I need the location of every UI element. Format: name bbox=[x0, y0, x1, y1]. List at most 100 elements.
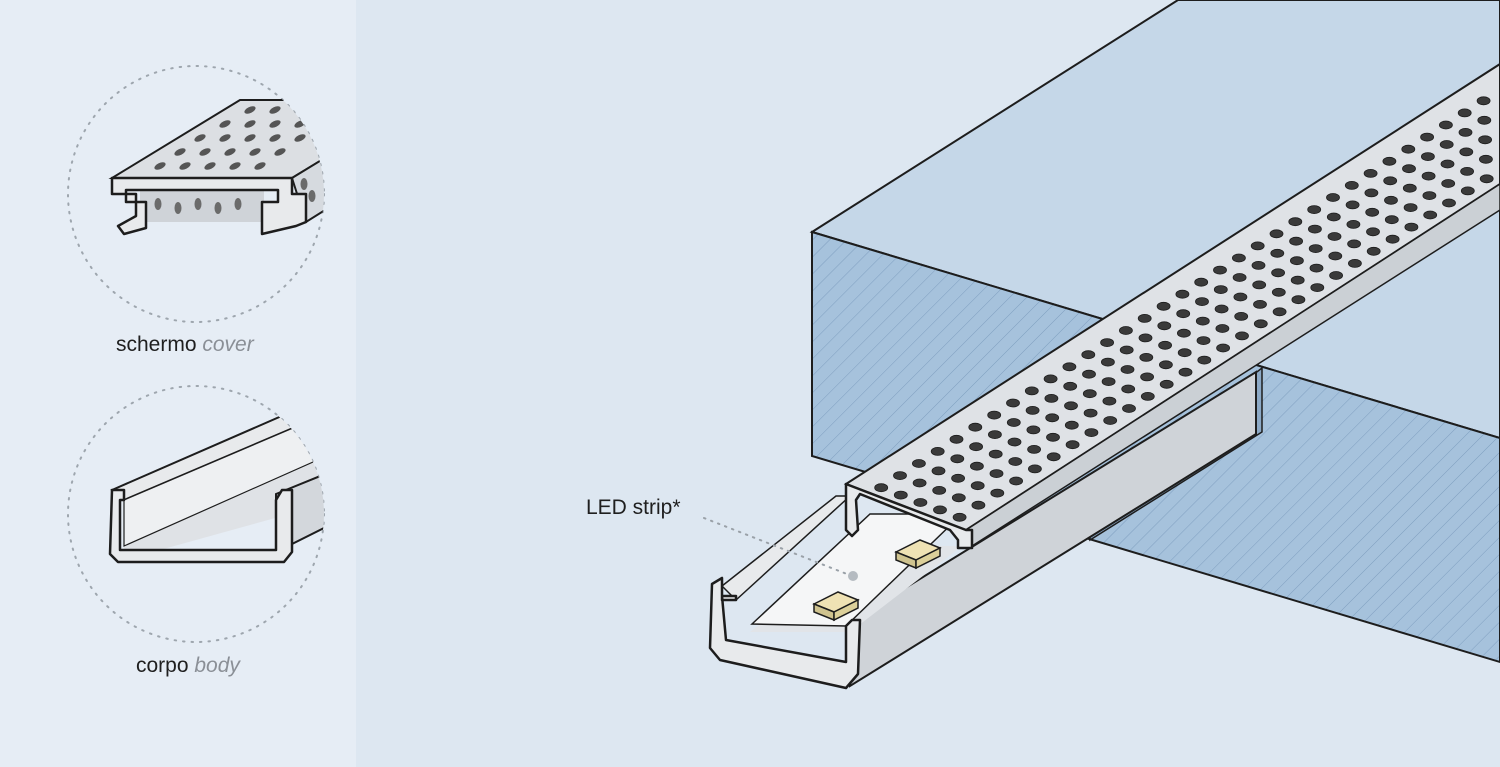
cover-hole bbox=[1460, 186, 1475, 196]
cover-hole bbox=[1478, 135, 1492, 145]
cover-hole bbox=[1156, 301, 1171, 311]
cover-hole bbox=[1215, 324, 1230, 333]
cover-hole bbox=[1421, 152, 1435, 162]
cover-hole bbox=[1157, 321, 1172, 331]
cover-hole bbox=[1307, 205, 1322, 215]
cover-hole bbox=[893, 471, 907, 481]
cover-hole bbox=[1195, 297, 1209, 307]
cover-hole bbox=[1009, 476, 1023, 486]
cover-hole bbox=[1308, 224, 1322, 234]
channel-body-profile bbox=[708, 576, 862, 690]
cover-hole bbox=[1385, 234, 1400, 244]
cover-hole bbox=[1439, 120, 1453, 130]
body-label-en: body bbox=[194, 654, 240, 677]
cover-hole bbox=[1250, 241, 1265, 251]
cover-hole bbox=[1195, 316, 1210, 326]
cover-hole bbox=[1308, 244, 1323, 254]
cover-hole bbox=[1100, 338, 1114, 348]
cover-hole bbox=[1006, 418, 1021, 427]
cover-label-it: schermo bbox=[116, 333, 197, 356]
cover-hole bbox=[1043, 374, 1058, 384]
cover-hole bbox=[912, 459, 926, 468]
cover-hole bbox=[893, 490, 908, 500]
cover-hole bbox=[1365, 207, 1380, 217]
cover-hole bbox=[1119, 326, 1133, 335]
cover-hole bbox=[1477, 115, 1492, 125]
cover-hole bbox=[1063, 381, 1078, 391]
cover-hole bbox=[1121, 384, 1136, 394]
cover-profile bbox=[844, 482, 974, 550]
cover-hole bbox=[1459, 147, 1474, 157]
cover-hole bbox=[1235, 331, 1249, 341]
cover-hole bbox=[1062, 362, 1077, 372]
cover-hole bbox=[1138, 333, 1153, 343]
channel-body-icon bbox=[108, 407, 324, 564]
perforated-cover-icon bbox=[108, 98, 324, 236]
cover-hole bbox=[950, 454, 965, 464]
cover-hole bbox=[1348, 258, 1362, 268]
cover-hole bbox=[1288, 217, 1303, 227]
cover-hole bbox=[1120, 365, 1135, 374]
cover-hole bbox=[1159, 379, 1174, 389]
cover-hole bbox=[933, 505, 947, 515]
cover-hole bbox=[1084, 428, 1099, 438]
cover-hole bbox=[970, 461, 984, 471]
cover-hole bbox=[1233, 292, 1248, 302]
cover-hole bbox=[1137, 313, 1152, 323]
cover-hole bbox=[1196, 336, 1211, 346]
cover-hole bbox=[1439, 140, 1454, 149]
cover-hole bbox=[1476, 96, 1491, 106]
cover-hole bbox=[1232, 253, 1246, 263]
cover-hole bbox=[1064, 401, 1078, 411]
led-chip-icon bbox=[812, 591, 860, 622]
cover-hole bbox=[1460, 166, 1474, 176]
cover-hole bbox=[1382, 156, 1397, 166]
cover-hole bbox=[1213, 285, 1228, 295]
cover-hole bbox=[1441, 179, 1456, 188]
cover-hole bbox=[1271, 268, 1285, 278]
cover-hole bbox=[1383, 176, 1398, 186]
cover-hole bbox=[1310, 283, 1325, 293]
cover-hole bbox=[1384, 195, 1398, 205]
cover-hole bbox=[1214, 304, 1229, 314]
cover-hole bbox=[990, 488, 1005, 498]
cover-hole bbox=[1027, 444, 1041, 454]
cover-hole bbox=[1291, 295, 1306, 305]
body-label-it: corpo bbox=[136, 654, 189, 677]
cover-hole bbox=[1159, 360, 1173, 370]
cover-hole bbox=[912, 478, 927, 488]
cover-hole bbox=[1064, 420, 1079, 430]
cover-hole bbox=[1028, 464, 1042, 474]
cover-hole bbox=[1175, 289, 1190, 299]
cover-hole bbox=[931, 466, 946, 476]
cover-hole bbox=[969, 442, 983, 452]
cover-hole bbox=[1103, 416, 1118, 425]
cover-hole bbox=[1402, 164, 1416, 174]
cover-hole bbox=[1122, 404, 1136, 413]
cover-hole bbox=[1420, 132, 1434, 142]
cover-hole bbox=[1006, 398, 1020, 408]
cover-hole bbox=[874, 483, 889, 493]
cover-hole bbox=[1442, 198, 1456, 208]
cover-label: schermo cover bbox=[116, 333, 254, 357]
cover-hole bbox=[1290, 256, 1304, 266]
cover-hole bbox=[1346, 219, 1361, 229]
cover-hole bbox=[1083, 408, 1098, 418]
cover-hole bbox=[1344, 180, 1359, 190]
cover-hole bbox=[1327, 232, 1342, 241]
cover-hole bbox=[1007, 437, 1022, 447]
left-panel bbox=[0, 0, 356, 767]
cover-hole bbox=[1272, 307, 1287, 317]
cover-hole bbox=[1081, 350, 1096, 360]
cover-holes bbox=[874, 96, 1494, 522]
cover-hole bbox=[1234, 311, 1249, 321]
cover-hole bbox=[1290, 275, 1305, 285]
cover-hole bbox=[1045, 413, 1060, 423]
cover-hole bbox=[1252, 280, 1267, 290]
body-label: corpo body bbox=[136, 654, 240, 678]
cover-hole bbox=[1140, 391, 1155, 401]
cover-hole bbox=[989, 469, 1004, 479]
cover-hole bbox=[1458, 127, 1473, 137]
cover-hole bbox=[1270, 248, 1285, 258]
